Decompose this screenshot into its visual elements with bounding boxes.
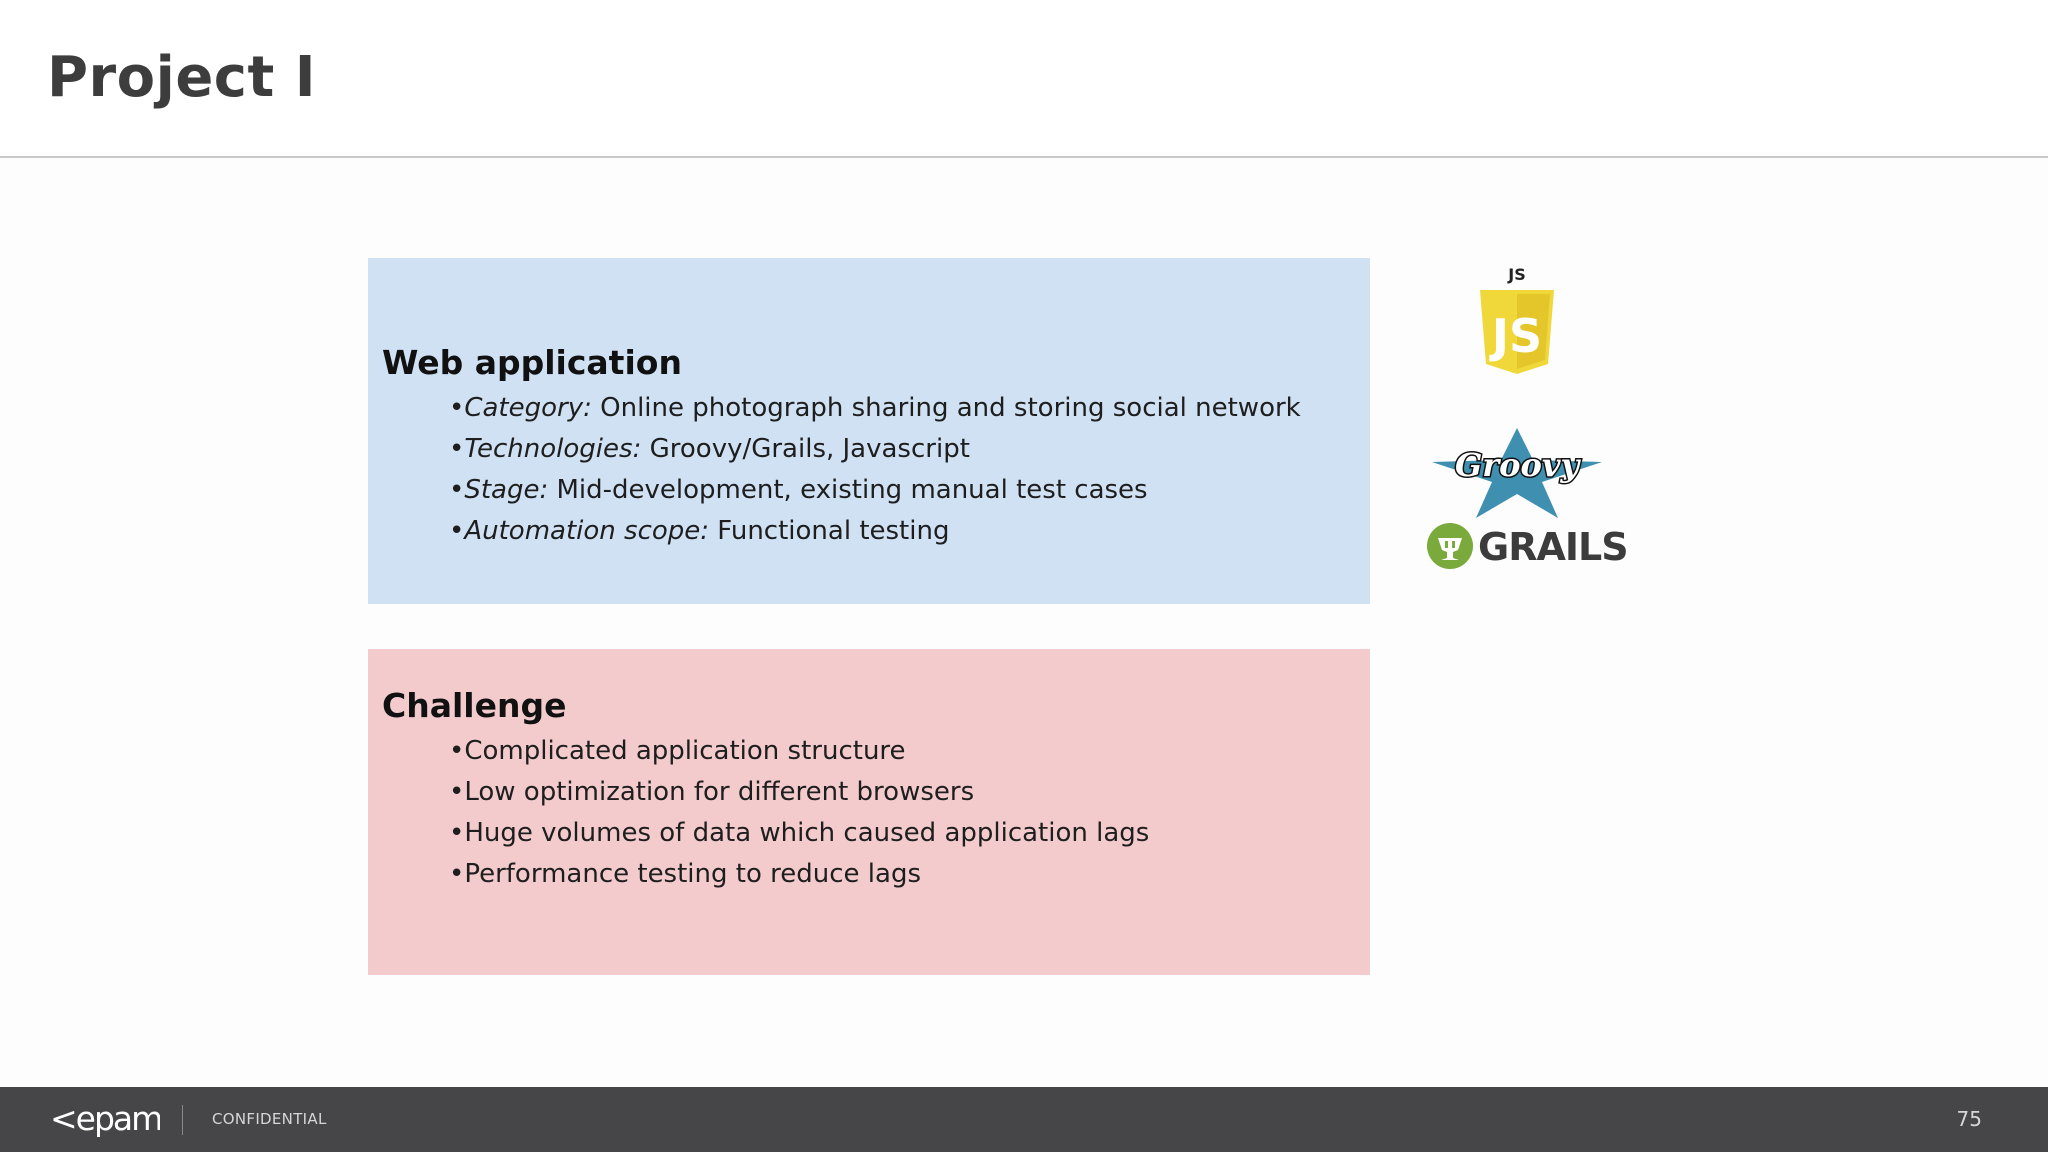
- bullet: •: [449, 475, 465, 505]
- list-item: •Automation scope: Functional testing: [449, 511, 1370, 552]
- challenge-heading: Challenge: [382, 686, 567, 725]
- footer-divider: [182, 1105, 183, 1135]
- groovy-logo: Groovy: [1432, 428, 1602, 518]
- slide-header: Project I: [0, 0, 2048, 158]
- grails-logo: GRAILS: [1426, 522, 1629, 572]
- item-label: Stage:: [464, 475, 549, 505]
- item-value: Functional testing: [709, 516, 950, 546]
- epam-text: <epam>: [50, 1099, 160, 1138]
- js-caption: JS: [1507, 265, 1525, 284]
- star-icon: [1432, 428, 1602, 518]
- item-value: Groovy/Grails, Javascript: [641, 434, 970, 464]
- list-item: •Complicated application structure: [449, 731, 1370, 772]
- list-item: •Low optimization for different browsers: [449, 772, 1370, 813]
- slide-footer: <epam> CONFIDENTIAL 75: [0, 1087, 2048, 1152]
- list-item: •Huge volumes of data which caused appli…: [449, 813, 1370, 854]
- js-shield-text: JS: [1489, 309, 1542, 363]
- grails-text: GRAILS: [1478, 525, 1629, 569]
- page-number: 75: [1956, 1107, 1982, 1131]
- web-application-heading: Web application: [382, 343, 682, 382]
- item-text: Complicated application structure: [464, 736, 906, 766]
- epam-logo: <epam>: [50, 1099, 160, 1138]
- bullet: •: [449, 777, 465, 807]
- bullet: •: [449, 818, 465, 848]
- bullet: •: [449, 434, 465, 464]
- challenge-card: Challenge •Complicated application struc…: [368, 649, 1370, 975]
- item-text: Huge volumes of data which caused applic…: [464, 818, 1150, 848]
- bullet: •: [449, 516, 465, 546]
- list-item: •Performance testing to reduce lags: [449, 854, 1370, 895]
- item-label: Category:: [464, 393, 592, 423]
- list-item: •Stage: Mid-development, existing manual…: [449, 470, 1370, 511]
- item-text: Low optimization for different browsers: [464, 777, 975, 807]
- groovy-text: Groovy: [1455, 446, 1581, 484]
- javascript-logo: JS JS: [1480, 265, 1554, 374]
- web-application-list: •Category: Online photograph sharing and…: [382, 388, 1370, 552]
- confidential-label: CONFIDENTIAL: [212, 1110, 327, 1128]
- list-item: •Category: Online photograph sharing and…: [449, 388, 1370, 429]
- item-label: Technologies:: [464, 434, 642, 464]
- grails-cup-icon: [1427, 523, 1473, 569]
- bullet: •: [449, 859, 465, 889]
- web-application-card: Web application •Category: Online photog…: [368, 258, 1370, 604]
- challenge-list: •Complicated application structure •Low …: [382, 731, 1370, 895]
- item-value: Mid-development, existing manual test ca…: [548, 475, 1148, 505]
- item-value: Online photograph sharing and storing so…: [591, 393, 1301, 423]
- item-text: Performance testing to reduce lags: [464, 859, 921, 889]
- slide-title: Project I: [47, 45, 317, 110]
- list-item: •Technologies: Groovy/Grails, Javascript: [449, 429, 1370, 470]
- bullet: •: [449, 736, 465, 766]
- item-label: Automation scope:: [464, 516, 710, 546]
- bullet: •: [449, 393, 465, 423]
